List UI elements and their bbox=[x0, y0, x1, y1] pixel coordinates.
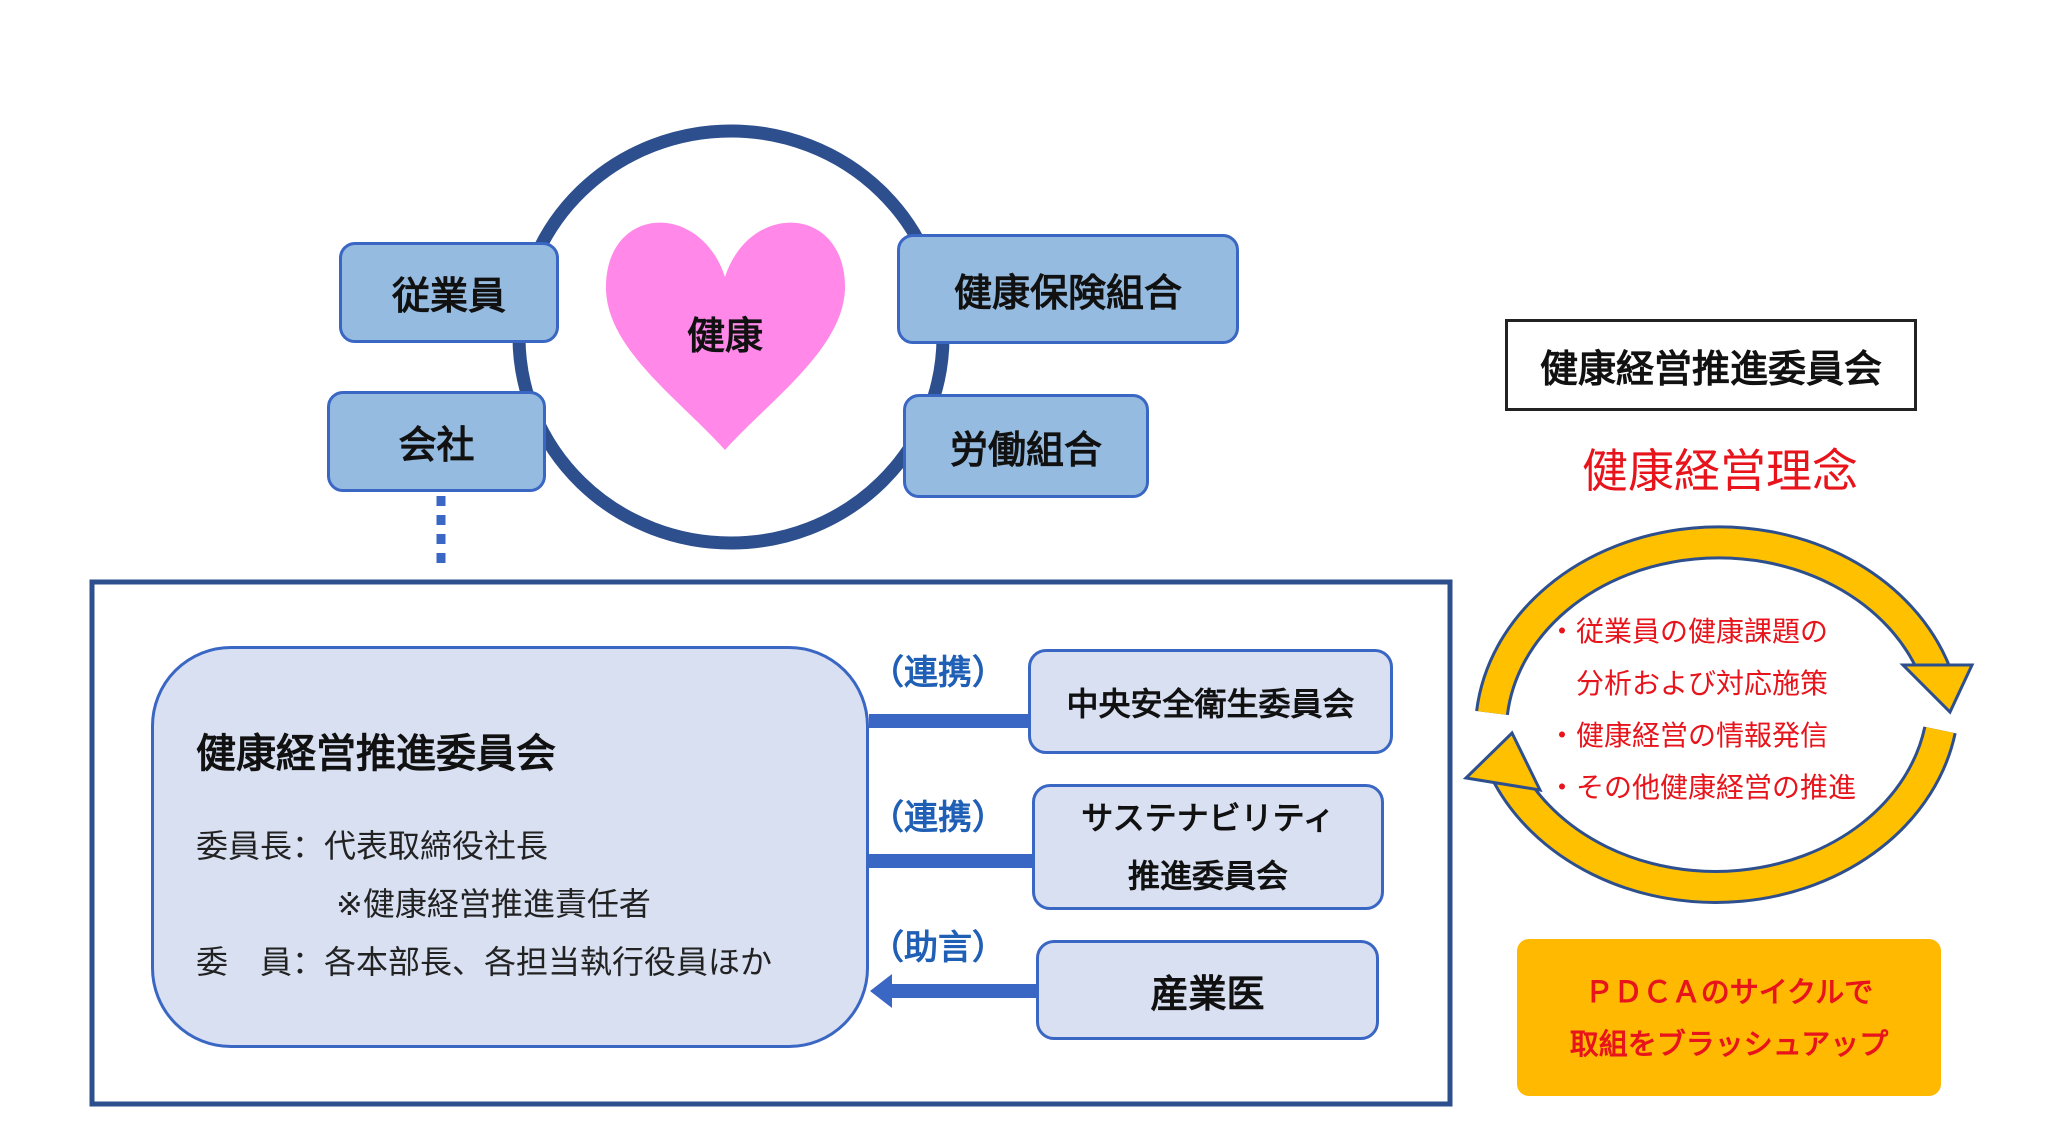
relation-label: （連携） bbox=[870, 798, 1006, 838]
bullet-item: ・健康経営の情報発信 bbox=[1548, 719, 1829, 752]
bullet-item: 分析および対応施策 bbox=[1548, 667, 1829, 700]
committee-responsible: ※健康経営推進責任者 bbox=[336, 885, 651, 923]
node-employees: 従業員 bbox=[339, 242, 559, 343]
node-labor-union: 労働組合 bbox=[903, 394, 1149, 498]
committee-frame bbox=[89, 579, 1453, 1107]
partner-safety-committee: 中央安全衛生委員会 bbox=[1028, 649, 1393, 754]
connector-line bbox=[869, 854, 1032, 868]
relation-label: （助言） bbox=[870, 928, 1006, 968]
cycle-arrowhead-up-icon bbox=[1462, 730, 1543, 792]
bullet-item: ・その他健康経営の推進 bbox=[1548, 771, 1857, 804]
advice-arrow-shaft bbox=[885, 984, 1037, 998]
right-committee-title-box: 健康経営推進委員会 bbox=[1505, 319, 1917, 411]
bullet-item: ・従業員の健康課題の bbox=[1548, 615, 1829, 648]
philosophy-bullets: ・従業員の健康課題の 分析および対応施策・健康経営の情報発信・その他健康経営の推… bbox=[1548, 606, 1856, 814]
cycle-arrowhead-down-icon bbox=[1899, 663, 1975, 715]
committee-members: 委 員：各本部長、各担当執行役員ほか bbox=[196, 943, 773, 981]
node-company: 会社 bbox=[327, 391, 546, 492]
philosophy-heading: 健康経営理念 bbox=[1582, 444, 1858, 498]
partner-occupational-physician: 産業医 bbox=[1036, 940, 1379, 1040]
partner-name: 推進委員会 bbox=[1127, 857, 1288, 895]
partner-sustainability-committee: サステナビリティ 推進委員会 bbox=[1032, 784, 1384, 910]
node-health-insurance: 健康保険組合 bbox=[897, 234, 1239, 344]
committee-box: 健康経営推進委員会 委員長：代表取締役社長 ※健康経営推進責任者 委 員：各本部… bbox=[151, 646, 869, 1048]
advice-arrowhead-icon bbox=[870, 974, 892, 1008]
committee-title: 健康経営推進委員会 bbox=[196, 731, 556, 777]
pdca-box: ＰＤＣＡのサイクルで 取組をブラッシュアップ bbox=[1517, 939, 1941, 1096]
heart-icon bbox=[605, 222, 846, 450]
pdca-line: 取組をブラッシュアップ bbox=[1569, 1026, 1889, 1061]
partner-name: サステナビリティ bbox=[1081, 799, 1335, 837]
partner-name: 中央安全衛生委員会 bbox=[1066, 684, 1355, 723]
relation-label: （連携） bbox=[870, 653, 1006, 693]
partner-name: 産業医 bbox=[1150, 971, 1265, 1016]
pdca-line: ＰＤＣＡのサイクルで bbox=[1584, 974, 1874, 1009]
connector-line bbox=[869, 714, 1029, 728]
heart-label: 健康 bbox=[686, 314, 763, 358]
committee-chair: 委員長：代表取締役社長 bbox=[196, 827, 549, 865]
